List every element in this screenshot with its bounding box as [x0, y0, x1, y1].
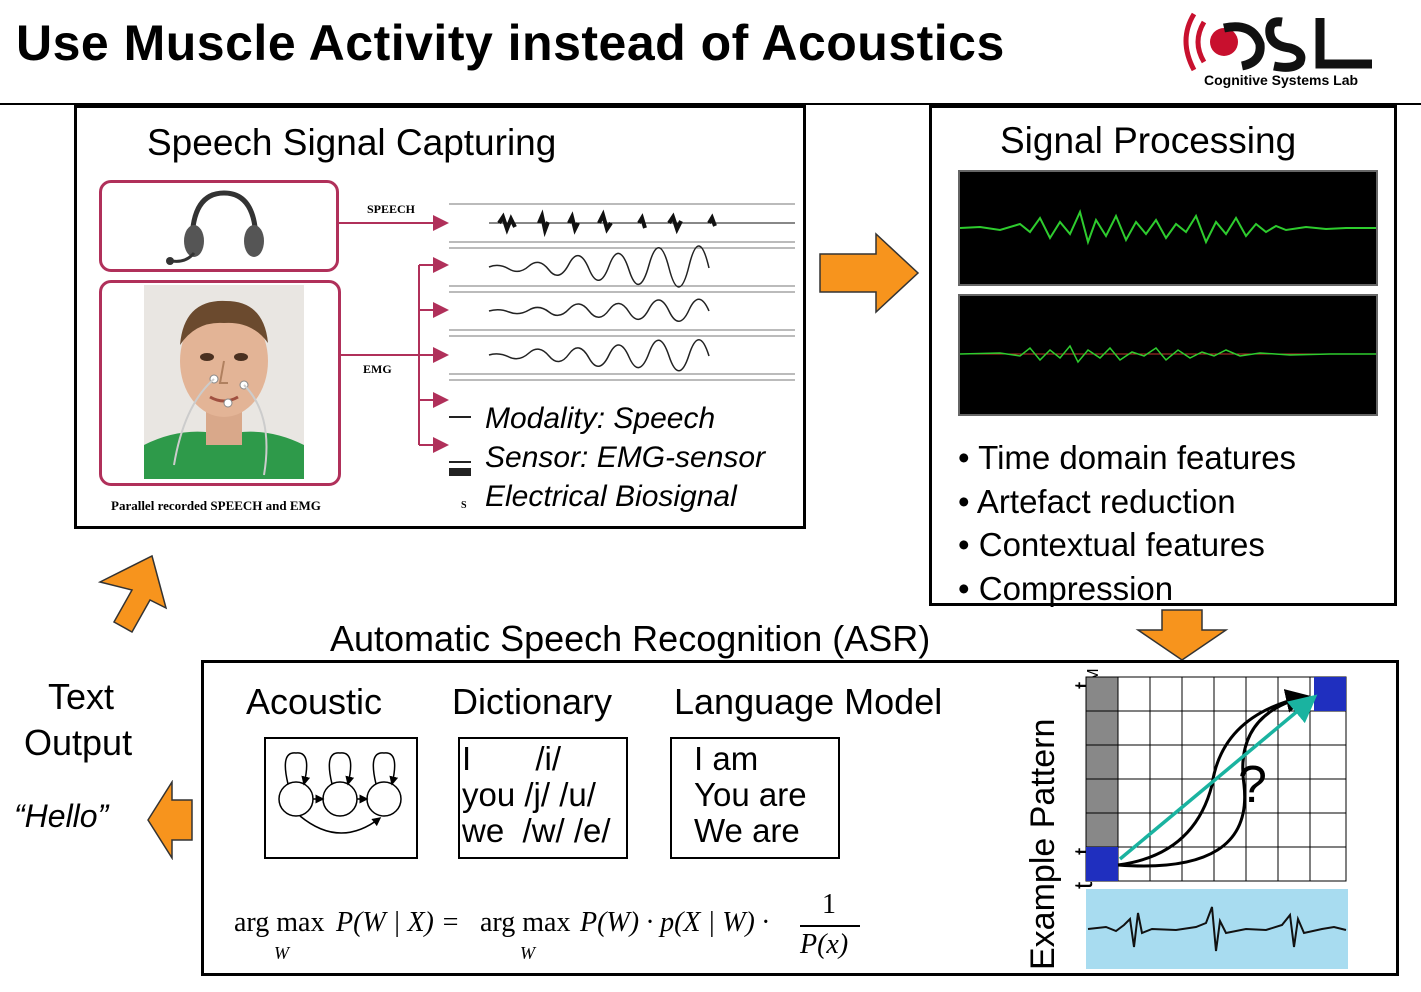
- formula-right: P(W) · p(X | W) ·: [580, 907, 769, 939]
- hmm-diagram: [266, 739, 416, 857]
- formula-argmax-1: arg max: [234, 907, 324, 939]
- biosignal-text: Electrical Biosignal: [485, 480, 737, 514]
- formula-sub-2: W: [520, 943, 535, 964]
- emg-label: EMG: [363, 362, 392, 377]
- text-output-line1: Text: [48, 676, 114, 718]
- page-title: Use Muscle Activity instead of Acoustics: [16, 14, 1005, 72]
- modality-text: Modality: Speech: [485, 402, 715, 436]
- speech-label: SPEECH: [367, 202, 415, 217]
- arrow-up-icon: [94, 552, 170, 636]
- emg-strip: [1086, 889, 1348, 969]
- lm-box: I am You are We are: [670, 737, 840, 859]
- dict-line-2: you /j/ /u/: [462, 777, 596, 812]
- capture-panel: Speech Signal Capturing Paralle: [74, 105, 806, 529]
- dictionary-heading: Dictionary: [452, 681, 612, 723]
- sensor-text: Sensor: EMG-sensor: [485, 441, 765, 475]
- lm-line-1: I am: [694, 741, 758, 776]
- acoustic-heading: Acoustic: [246, 681, 382, 723]
- arrow-right-icon: [818, 232, 922, 314]
- formula-fraction-bar: [800, 925, 860, 927]
- csl-logo: Cognitive Systems Lab: [1172, 4, 1382, 96]
- formula-numerator: 1: [822, 889, 836, 921]
- bullet-compression: Compression: [958, 567, 1296, 611]
- face-box: [99, 280, 341, 486]
- headset-box: [99, 180, 339, 272]
- capture-caption: Parallel recorded SPEECH and EMG: [111, 498, 321, 514]
- face-photo: [144, 285, 304, 479]
- hmm-box: [264, 737, 418, 859]
- scope-bottom: [958, 294, 1378, 416]
- scope-top: [958, 170, 1378, 286]
- example-pattern-label: Example Pattern: [1024, 719, 1063, 970]
- processing-panel: Signal Processing Time domain features A…: [929, 105, 1397, 606]
- lm-line-3: We are: [694, 813, 800, 848]
- asr-heading: Automatic Speech Recognition (ASR): [330, 618, 930, 660]
- arrow-left-icon: [146, 780, 196, 860]
- capture-connectors: [337, 203, 457, 463]
- formula: arg max W P(W | X) = arg max W P(W) · p(…: [234, 885, 874, 971]
- asr-panel: Acoustic Dictionary Language Model I /i/…: [201, 660, 1399, 976]
- dtw-grid: [1084, 675, 1350, 885]
- processing-bullets: Time domain features Artefact reduction …: [958, 436, 1296, 610]
- bullet-time-domain: Time domain features: [958, 436, 1296, 480]
- dict-line-1: I /i/: [462, 741, 561, 776]
- processing-heading: Signal Processing: [1000, 120, 1296, 162]
- bullet-artefact: Artefact reduction: [958, 480, 1296, 524]
- text-output-line2: Output: [24, 722, 132, 764]
- dict-line-3: we /w/ /e/: [462, 813, 611, 848]
- logo-subtitle: Cognitive Systems Lab: [1204, 72, 1358, 88]
- formula-denominator: P(x): [800, 929, 848, 961]
- bullet-contextual: Contextual features: [958, 523, 1296, 567]
- lm-line-2: You are: [694, 777, 807, 812]
- output-example: “Hello”: [14, 798, 108, 835]
- formula-left: P(W | X) =: [336, 907, 460, 939]
- headset-icon: [102, 183, 336, 269]
- formula-sub-1: W: [274, 943, 289, 964]
- capture-heading: Speech Signal Capturing: [147, 122, 556, 164]
- s-label: S: [461, 500, 467, 511]
- arrow-down-icon: [1134, 608, 1230, 662]
- language-model-heading: Language Model: [674, 681, 942, 723]
- dictionary-box: I /i/ you /j/ /u/ we /w/ /e/: [458, 737, 628, 859]
- question-mark: ?: [1238, 755, 1267, 815]
- formula-argmax-2: arg max: [480, 907, 570, 939]
